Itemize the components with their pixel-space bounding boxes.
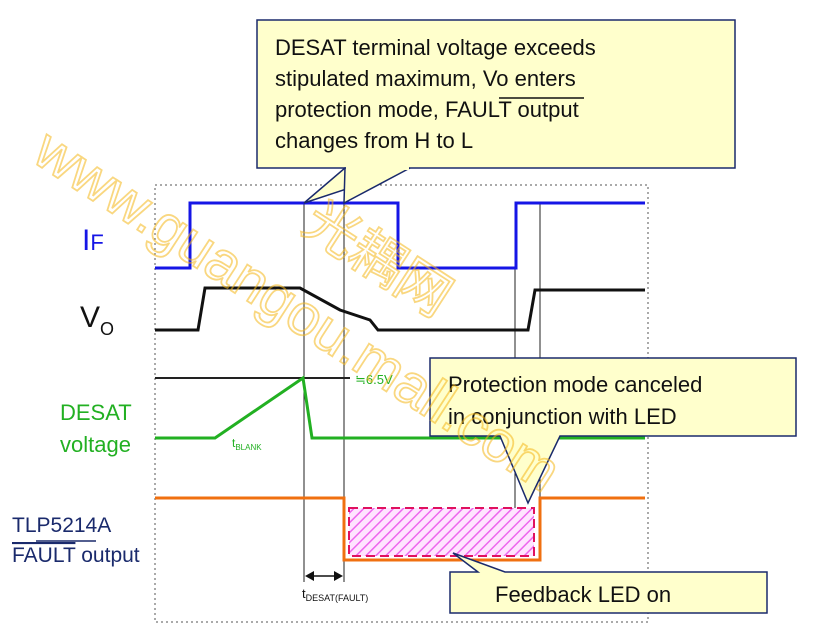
top-callout-line4: changes from H to L xyxy=(275,128,473,153)
fault-label-line2: FAULT output xyxy=(12,544,140,567)
arrowhead-left-icon xyxy=(305,571,314,581)
desat-label-line1: DESAT xyxy=(60,400,132,425)
top-callout-line2: stipulated maximum, Vo enters xyxy=(275,66,576,91)
if-signal-waveform xyxy=(155,201,645,270)
bottom-callout-box xyxy=(449,552,768,614)
bottom-callout-text: Feedback LED on xyxy=(495,582,671,607)
vo-label: VO xyxy=(80,301,114,339)
middle-callout-box xyxy=(429,357,797,505)
middle-callout-line1: Protection mode canceled xyxy=(448,372,702,397)
feedback-led-region xyxy=(348,507,535,557)
fault-label-line1: TLP5214A xyxy=(12,514,111,537)
t-desat-fault-label: tDESAT(FAULT) xyxy=(302,586,368,603)
if-label: IF xyxy=(82,224,104,257)
fault-signal-waveform xyxy=(155,496,645,562)
desat-signal-waveform xyxy=(155,375,645,440)
arrowhead-right-icon xyxy=(334,571,343,581)
t-blank-label: tBLANK xyxy=(232,436,262,452)
vo-signal-waveform xyxy=(155,286,645,332)
top-callout-line3: protection mode, FAULT output xyxy=(275,97,579,122)
desat-threshold-label: ≒6.5V xyxy=(355,372,393,387)
top-callout-line1: DESAT terminal voltage exceeds xyxy=(275,35,596,60)
middle-callout-line2: in conjunction with LED xyxy=(448,404,677,429)
desat-label-line2: voltage xyxy=(60,432,131,457)
